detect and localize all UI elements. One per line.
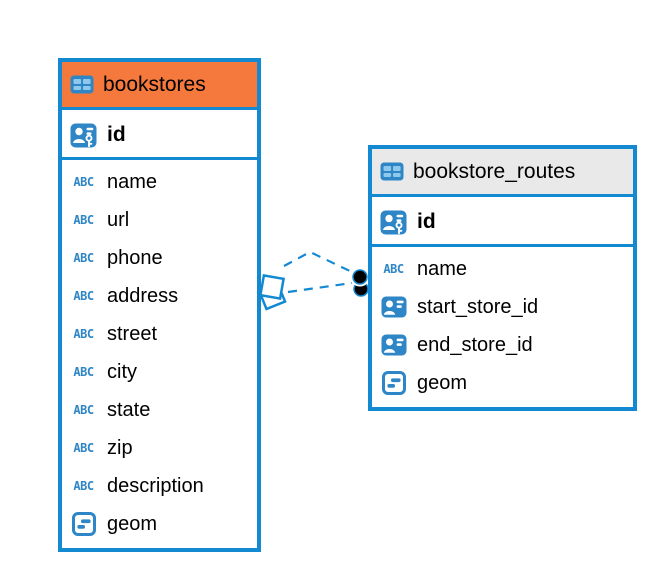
column-name: geom — [417, 371, 468, 394]
column-name: name — [417, 257, 468, 280]
column-row-start_store_id[interactable]: start_store_id — [372, 288, 633, 326]
column-name: state — [107, 398, 151, 421]
text-type-icon: ABC — [73, 365, 94, 379]
text-type-icon: ABC — [383, 262, 404, 276]
column-row-zip[interactable]: ABC zip — [62, 429, 257, 467]
column-name: id — [417, 210, 436, 233]
relationship-line-1[interactable] — [283, 250, 353, 273]
column-row-name[interactable]: ABC name — [62, 163, 257, 201]
column-name: address — [107, 284, 179, 307]
primary-key-icon — [380, 210, 407, 234]
column-row-end_store_id[interactable]: end_store_id — [372, 326, 633, 364]
column-row-city[interactable]: ABC city — [62, 353, 257, 391]
text-type-icon: ABC — [73, 289, 94, 303]
table-header-bookstore-routes[interactable]: bookstore_routes — [372, 149, 633, 197]
column-list-bookstore-routes: id ABC name start_store_id end_store_id … — [372, 197, 633, 407]
column-row-id[interactable]: id — [62, 113, 257, 160]
column-row-geom[interactable]: geom — [62, 505, 257, 543]
table-bookstores[interactable]: bookstores id ABC name ABC url ABC phone… — [58, 58, 261, 552]
column-name: start_store_id — [417, 295, 539, 318]
source-marker-squares-icon[interactable] — [257, 273, 287, 311]
column-name: name — [107, 170, 158, 193]
column-row-id[interactable]: id — [372, 200, 633, 247]
text-type-icon: ABC — [73, 213, 94, 227]
column-name: zip — [107, 436, 133, 459]
table-title: bookstores — [103, 72, 206, 96]
text-type-icon: ABC — [73, 175, 94, 189]
text-type-icon: ABC — [73, 251, 94, 265]
geometry-type-icon — [71, 512, 96, 536]
foreign-key-icon — [381, 296, 406, 318]
text-type-icon: ABC — [73, 327, 94, 341]
column-row-url[interactable]: ABC url — [62, 201, 257, 239]
text-type-icon: ABC — [73, 479, 94, 493]
column-list-bookstores: id ABC name ABC url ABC phone ABC addres… — [62, 110, 257, 548]
column-row-street[interactable]: ABC street — [62, 315, 257, 353]
target-marker-dots-icon[interactable] — [350, 267, 370, 297]
column-name: description — [107, 474, 204, 497]
table-bookstore-routes[interactable]: bookstore_routes id ABC name start_store… — [368, 145, 637, 411]
column-name: url — [107, 208, 130, 231]
column-name: phone — [107, 246, 163, 269]
table-header-bookstores[interactable]: bookstores — [62, 62, 257, 110]
column-name: geom — [107, 512, 158, 535]
column-row-phone[interactable]: ABC phone — [62, 239, 257, 277]
geometry-type-icon — [381, 371, 406, 395]
column-name: end_store_id — [417, 333, 533, 356]
column-name: street — [107, 322, 158, 345]
table-icon — [70, 75, 94, 94]
table-title: bookstore_routes — [413, 159, 576, 183]
column-name: city — [107, 360, 137, 383]
column-row-description[interactable]: ABC description — [62, 467, 257, 505]
column-row-name[interactable]: ABC name — [372, 250, 633, 288]
column-row-address[interactable]: ABC address — [62, 277, 257, 315]
column-row-state[interactable]: ABC state — [62, 391, 257, 429]
column-name: id — [107, 123, 126, 146]
column-row-geom[interactable]: geom — [372, 364, 633, 402]
relationship-line-2[interactable] — [287, 281, 353, 294]
table-icon — [380, 162, 404, 181]
text-type-icon: ABC — [73, 403, 94, 417]
foreign-key-icon — [381, 334, 406, 356]
primary-key-icon — [70, 123, 97, 147]
text-type-icon: ABC — [73, 441, 94, 455]
